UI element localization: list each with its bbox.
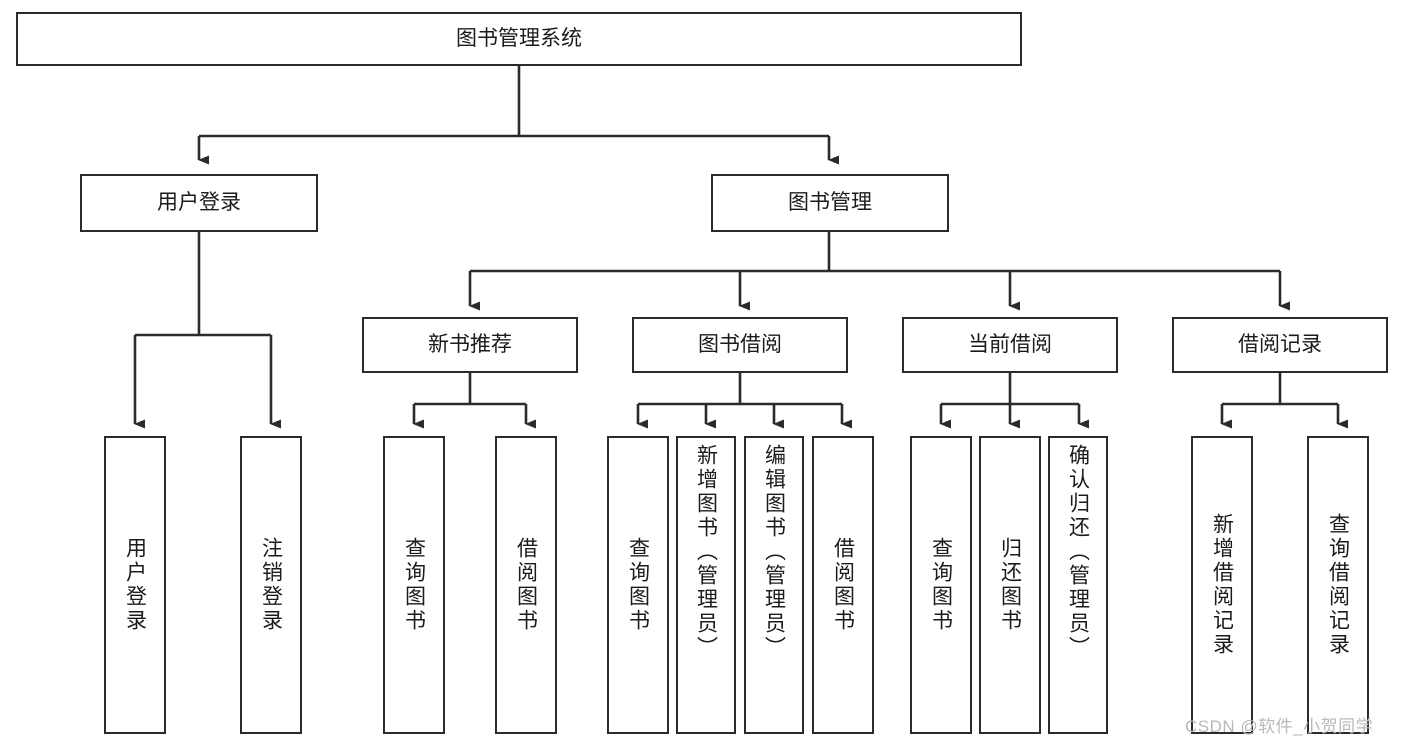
leaf-query-book-3-label: 查询图书: [929, 537, 953, 633]
node-borrow-record[interactable]: 借阅记录: [1172, 317, 1388, 373]
node-borrow-record-label: 借阅记录: [1238, 332, 1322, 356]
leaf-borrow-book-2[interactable]: 借阅图书: [812, 436, 874, 734]
leaf-user-login[interactable]: 用户登录: [104, 436, 166, 734]
leaf-add-record[interactable]: 新增借阅记录: [1191, 436, 1253, 734]
leaf-query-record[interactable]: 查询借阅记录: [1307, 436, 1369, 734]
leaf-query-book-2[interactable]: 查询图书: [607, 436, 669, 734]
node-new-book-recommend-label: 新书推荐: [428, 332, 512, 356]
node-user-login-label: 用户登录: [157, 190, 241, 214]
leaf-logout[interactable]: 注销登录: [240, 436, 302, 734]
node-user-login[interactable]: 用户登录: [80, 174, 318, 232]
leaf-return-book[interactable]: 归还图书: [979, 436, 1041, 734]
node-current-borrow[interactable]: 当前借阅: [902, 317, 1118, 373]
node-book-manage-label: 图书管理: [788, 190, 872, 214]
leaf-return-book-label: 归还图书: [998, 537, 1022, 633]
leaf-borrow-book-1[interactable]: 借阅图书: [495, 436, 557, 734]
node-book-borrow[interactable]: 图书借阅: [632, 317, 848, 373]
node-root-label: 图书管理系统: [456, 26, 582, 50]
leaf-add-book[interactable]: 新增图书（管理员）: [676, 436, 736, 734]
node-book-borrow-label: 图书借阅: [698, 332, 782, 356]
leaf-query-book-2-label: 查询图书: [626, 537, 650, 633]
node-root[interactable]: 图书管理系统: [16, 12, 1022, 66]
leaf-query-book-3[interactable]: 查询图书: [910, 436, 972, 734]
leaf-add-book-label: 新增图书（管理员）: [694, 444, 718, 660]
leaf-query-book-1-label: 查询图书: [402, 537, 426, 633]
leaf-edit-book[interactable]: 编辑图书（管理员）: [744, 436, 804, 734]
leaf-borrow-book-2-label: 借阅图书: [831, 537, 855, 633]
leaf-user-login-label: 用户登录: [123, 537, 147, 633]
leaf-borrow-book-1-label: 借阅图书: [514, 537, 538, 633]
leaf-edit-book-label: 编辑图书（管理员）: [762, 444, 786, 660]
leaf-confirm-return[interactable]: 确认归还（管理员）: [1048, 436, 1108, 734]
leaf-confirm-return-label: 确认归还（管理员）: [1066, 444, 1090, 660]
csdn-watermark: CSDN @软件_小贺同学: [1185, 717, 1374, 736]
leaf-logout-label: 注销登录: [259, 537, 283, 633]
leaf-query-book-1[interactable]: 查询图书: [383, 436, 445, 734]
node-new-book-recommend[interactable]: 新书推荐: [362, 317, 578, 373]
node-current-borrow-label: 当前借阅: [968, 332, 1052, 356]
leaf-add-record-label: 新增借阅记录: [1210, 513, 1234, 657]
leaf-query-record-label: 查询借阅记录: [1326, 513, 1350, 657]
node-book-manage[interactable]: 图书管理: [711, 174, 949, 232]
